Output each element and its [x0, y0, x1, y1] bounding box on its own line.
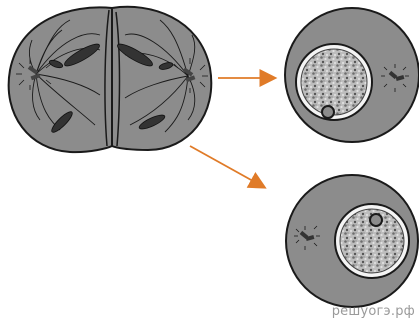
nucleolus-bottom [370, 214, 382, 226]
site-watermark: решуогэ.рф [332, 304, 415, 319]
daughter-cell-top [285, 8, 419, 142]
arrow-to-bottom-cell [190, 146, 262, 186]
dividing-cell-right-half [112, 7, 211, 150]
dividing-cell-left-half [9, 7, 112, 152]
daughter-cell-bottom [286, 175, 418, 307]
dividing-cell [9, 7, 212, 152]
nucleolus-top [322, 106, 334, 118]
